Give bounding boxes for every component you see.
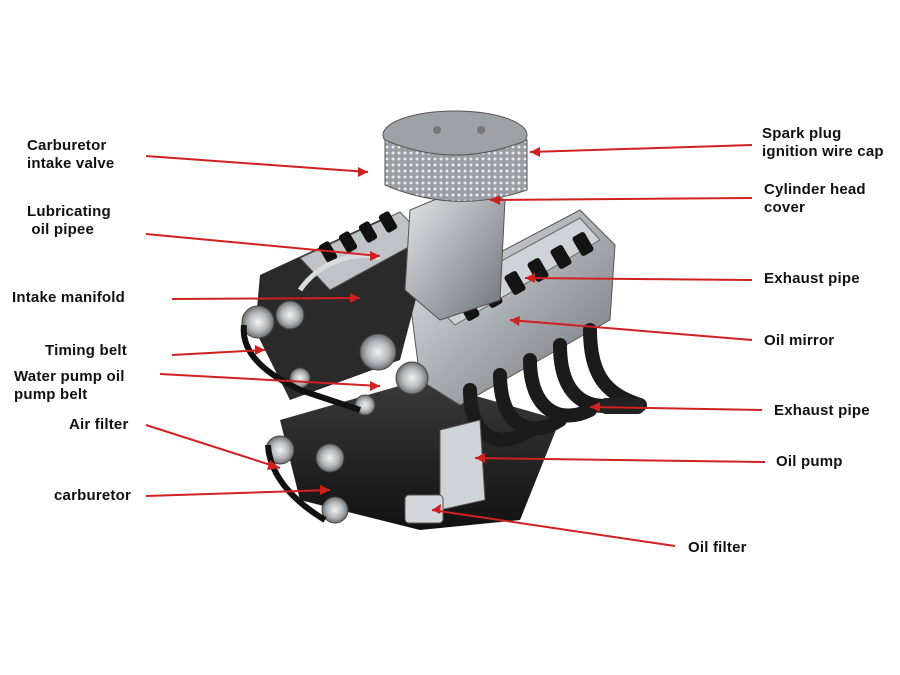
label-oil-filter: Oil filter xyxy=(688,539,747,556)
engine-illustration xyxy=(240,110,647,530)
label-timing-belt: Timing belt xyxy=(45,342,127,359)
leader-carburetor-intake-valve xyxy=(145,155,369,173)
intake-manifold-body xyxy=(404,184,506,321)
leader-oil-pump xyxy=(474,457,766,463)
leader-exhaust-pipe-upper xyxy=(524,277,753,281)
leader-cylinder-head-cover xyxy=(489,197,753,201)
leader-oil-mirror xyxy=(509,319,753,341)
label-spark-plug-ignition-wire-cap: Spark plug ignition wire cap xyxy=(762,125,884,160)
leader-oil-filter xyxy=(431,509,676,547)
leader-water-pump-belt xyxy=(159,373,381,387)
label-carburetor-intake-valve: Carburetor intake valve xyxy=(27,137,115,172)
leader-exhaust-pipe-lower xyxy=(589,406,763,411)
label-exhaust-pipe-upper: Exhaust pipe xyxy=(764,270,860,287)
label-cylinder-head-cover: Cylinder head cover xyxy=(764,181,866,216)
leader-air-filter xyxy=(145,424,281,469)
leader-arrowheads xyxy=(255,147,600,514)
leader-lubricating-oil-pipee xyxy=(145,233,381,257)
exhaust-outlet xyxy=(600,398,644,414)
leader-carburetor xyxy=(145,489,331,497)
belts xyxy=(240,324,361,523)
label-exhaust-pipe-lower: Exhaust pipe xyxy=(774,402,870,419)
label-air-filter: Air filter xyxy=(69,416,129,433)
label-intake-manifold: Intake manifold xyxy=(12,289,126,306)
leader-intake-manifold xyxy=(171,297,361,300)
leader-spark-plug-cap xyxy=(529,144,753,153)
leader-timing-belt-1 xyxy=(171,349,266,356)
oil-filter-body xyxy=(404,494,444,524)
oil-pump-bracket xyxy=(439,419,486,511)
engine-block xyxy=(280,380,560,530)
pulleys xyxy=(241,300,429,524)
label-oil-mirror: Oil mirror xyxy=(764,332,835,349)
label-carburetor: carburetor xyxy=(54,487,132,504)
label-oil-pump: Oil pump xyxy=(776,453,843,470)
label-lubricating-oil-pipee: Lubricating oil pipee xyxy=(27,203,111,238)
label-water-pump-oil-pump-belt: Water pump oil pump belt xyxy=(14,368,125,403)
leader-lines xyxy=(145,144,766,547)
air-filter-mesh xyxy=(384,139,528,202)
